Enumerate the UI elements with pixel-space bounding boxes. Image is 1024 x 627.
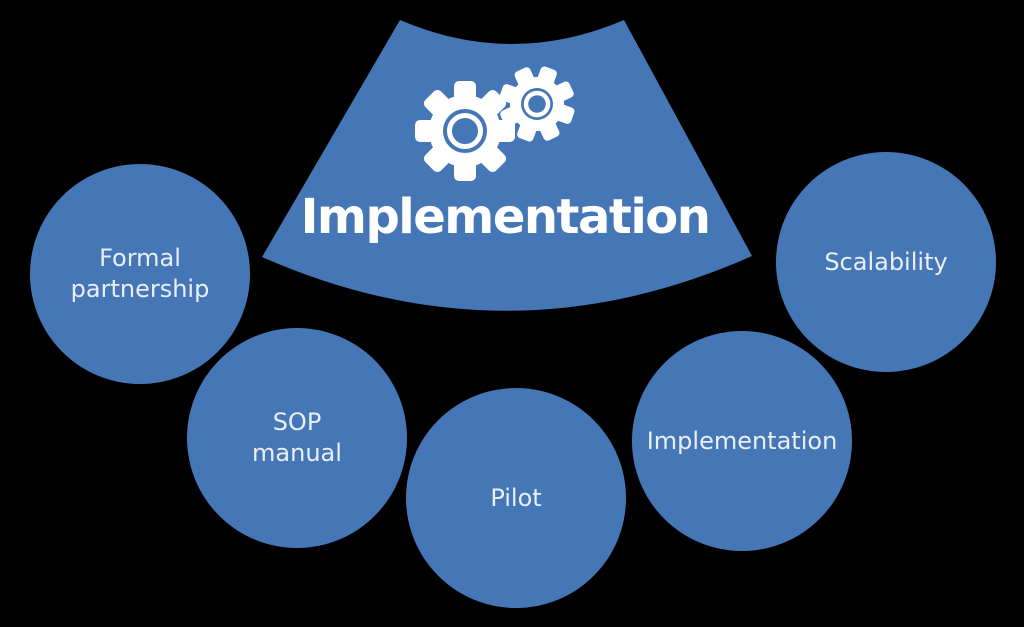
circle-label: Formal partnership <box>70 244 210 303</box>
implementation-wedge <box>262 20 752 311</box>
gears-icon <box>415 66 575 181</box>
circle-label: Scalability <box>824 247 948 276</box>
circle-label: SOP manual <box>252 408 342 467</box>
banner-title: Implementation <box>300 189 711 245</box>
small-gear-icon <box>499 66 575 142</box>
circle-scalability: Scalability <box>776 152 996 372</box>
large-gear-icon <box>415 81 515 181</box>
circle-label: Pilot <box>490 483 542 512</box>
circle-sop-manual: SOP manual <box>187 328 407 548</box>
circle-implementation: Implementation <box>632 331 852 551</box>
circle-formal-partnership: Formal partnership <box>30 164 250 384</box>
circle-label: Implementation <box>646 426 838 455</box>
circle-pilot: Pilot <box>406 388 626 608</box>
